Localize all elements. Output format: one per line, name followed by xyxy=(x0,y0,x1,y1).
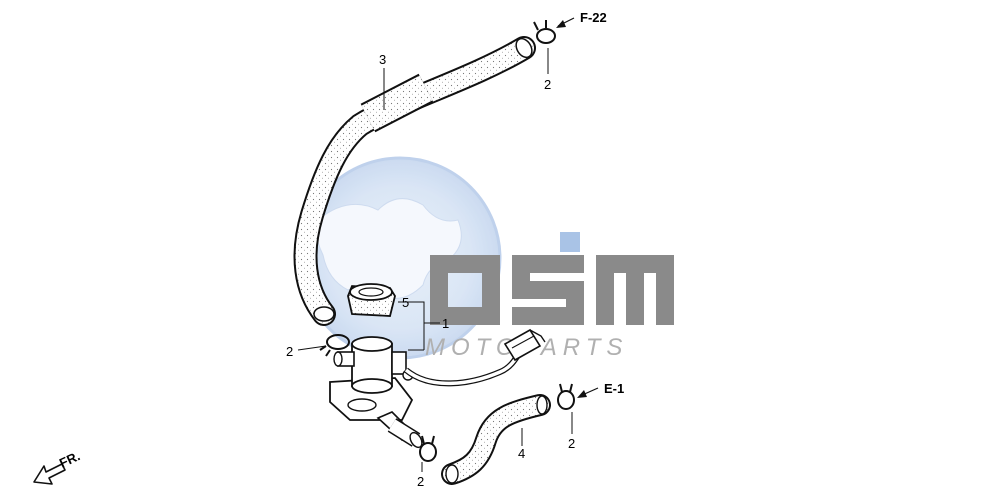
hose-clip-upper xyxy=(533,20,556,44)
callout-part-2-bottom: 2 xyxy=(417,474,424,489)
front-direction-label: FR. xyxy=(57,448,82,470)
reference-e-1: E-1 xyxy=(604,381,624,396)
callout-part-2-upper: 2 xyxy=(544,77,551,92)
hose-clip-bottom xyxy=(419,435,437,462)
grommet-part-5 xyxy=(347,283,396,317)
callout-part-2-left: 2 xyxy=(286,344,293,359)
watermark: MOTOPARTS xyxy=(298,156,674,361)
callout-part-1: 1 xyxy=(442,316,449,331)
callout-part-2-right: 2 xyxy=(568,436,575,451)
osm-logo xyxy=(430,232,674,325)
front-direction-marker: FR. xyxy=(33,448,82,485)
callout-part-4: 4 xyxy=(518,446,525,461)
hose-3 xyxy=(293,36,536,326)
reference-arrow-lower xyxy=(577,387,599,398)
callout-part-5: 5 xyxy=(402,295,409,310)
reference-f-22: F-22 xyxy=(580,10,607,25)
leader-lines xyxy=(297,48,573,472)
callout-part-3: 3 xyxy=(379,52,386,67)
hose-clip-right xyxy=(557,383,575,410)
hose-clip-left xyxy=(319,334,350,357)
reference-arrow-upper xyxy=(556,17,575,28)
hose-4 xyxy=(441,394,551,485)
front-direction-arrow-icon xyxy=(33,463,66,485)
wire-harness xyxy=(404,328,546,387)
